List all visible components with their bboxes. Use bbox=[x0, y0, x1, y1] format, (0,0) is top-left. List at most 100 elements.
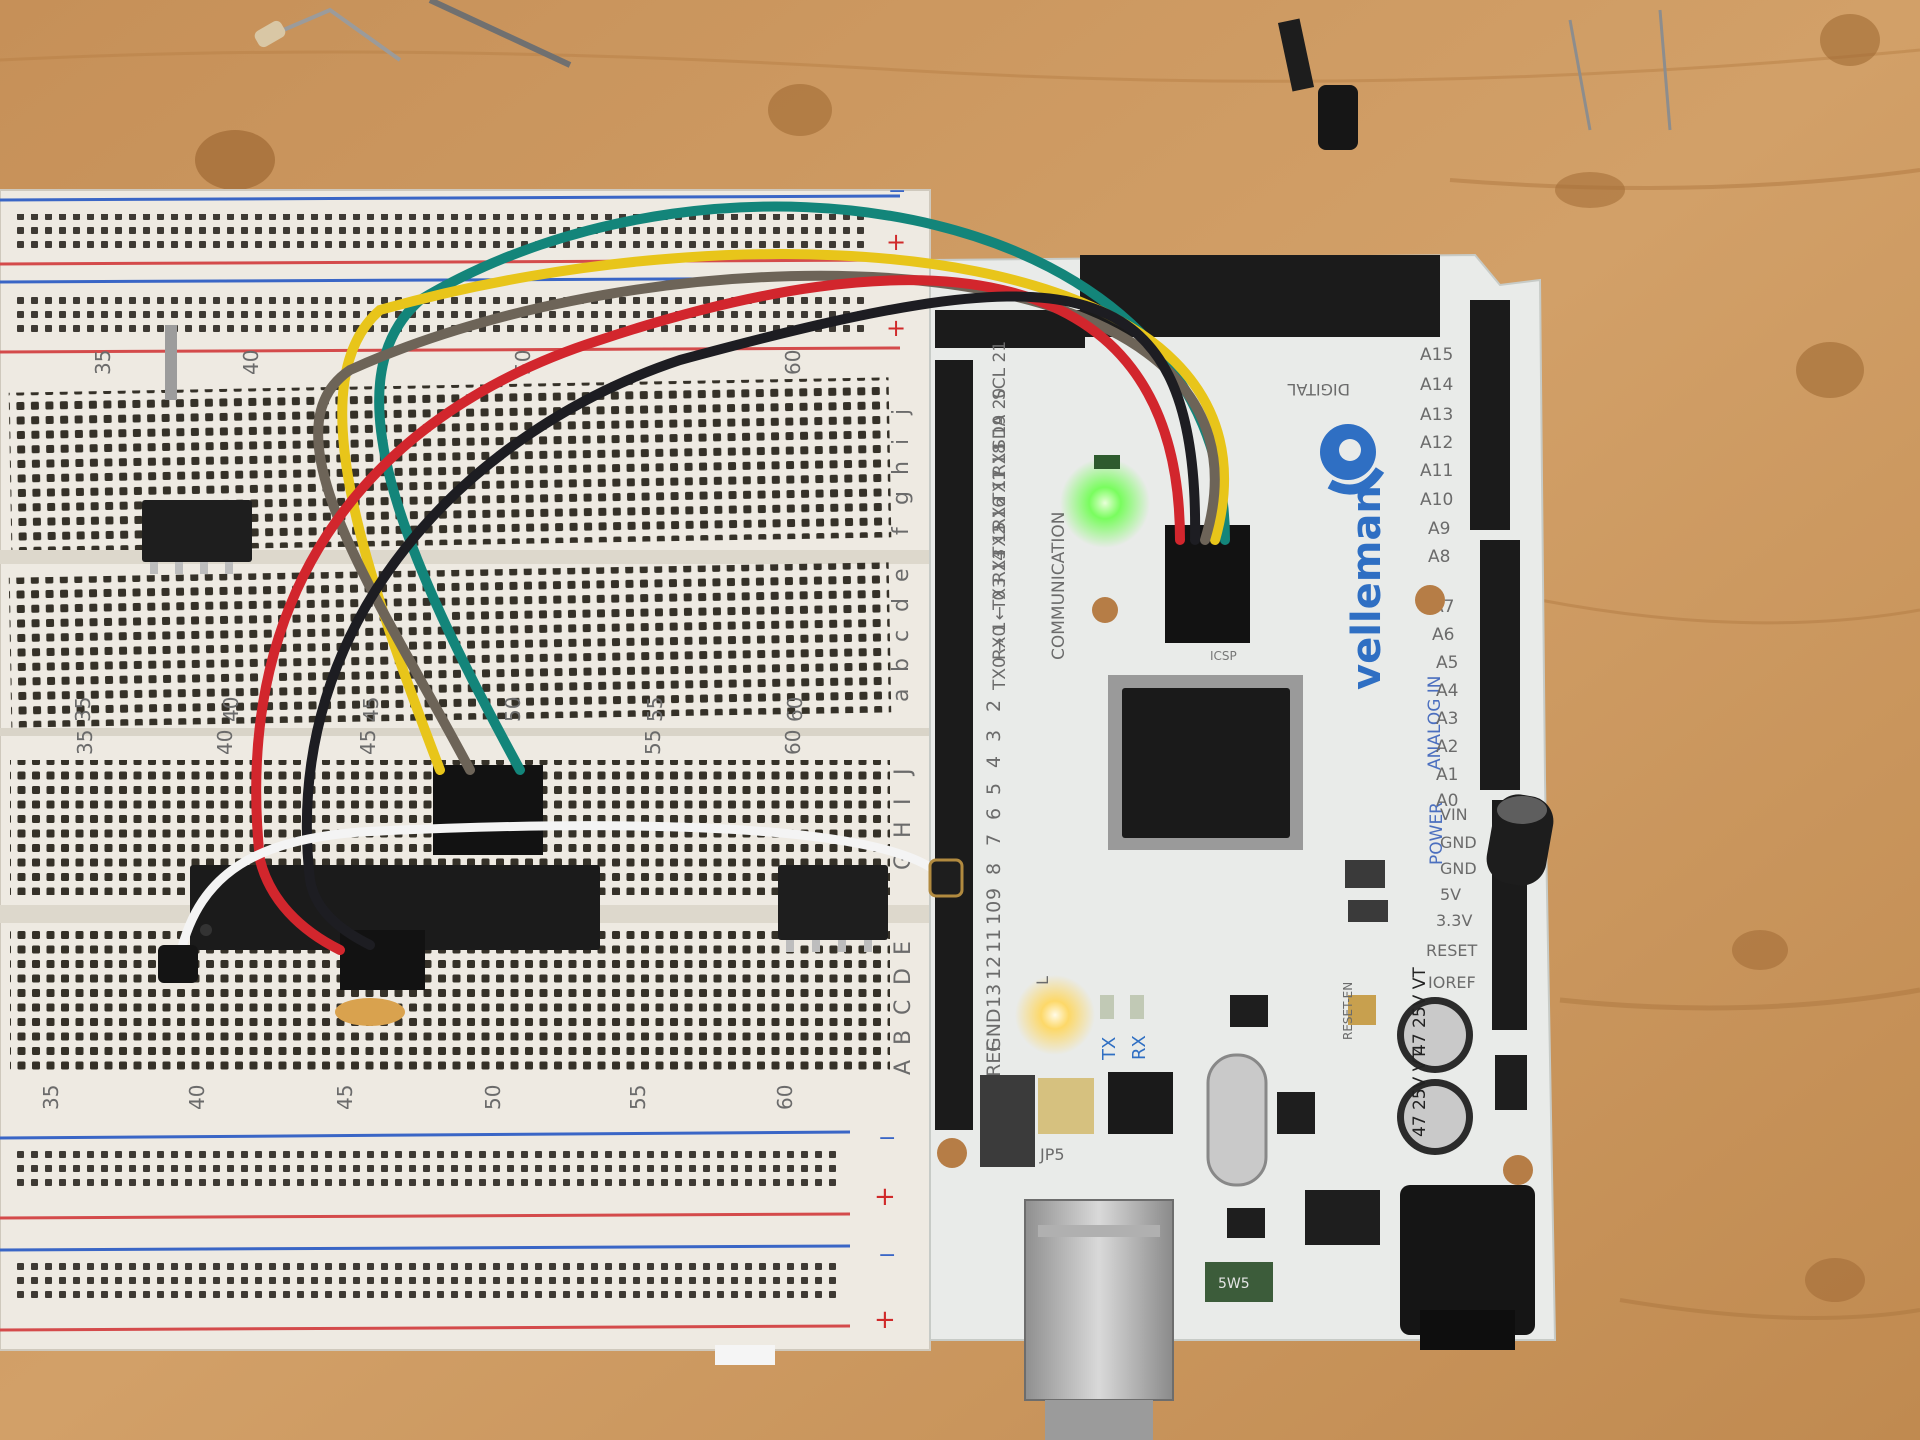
pin-13: 13 bbox=[983, 984, 1005, 1008]
row-letter-J: J bbox=[891, 769, 916, 778]
row-letter-A: A bbox=[891, 1060, 916, 1075]
pin-gnd: GND bbox=[983, 1008, 1005, 1052]
rail-plus-label: + bbox=[886, 228, 906, 256]
pin-a1: A1 bbox=[1436, 765, 1458, 785]
capacitor-2: 47 25V VT bbox=[1397, 1049, 1473, 1155]
wire-yellow bbox=[337, 249, 1229, 775]
small-ics bbox=[1227, 860, 1527, 1245]
pin-rx3: RX3 15 bbox=[990, 522, 1010, 583]
pin-tx3: TX3 14 bbox=[990, 550, 1010, 611]
pin-reset: RESET bbox=[1426, 941, 1477, 960]
rail-minus-label: − bbox=[888, 179, 906, 204]
header-left bbox=[935, 360, 973, 1130]
row-letter-D: D bbox=[891, 968, 916, 985]
jumper-wires bbox=[158, 201, 1230, 983]
icsp-header: ICSP bbox=[1165, 525, 1250, 663]
pin-10: 10 bbox=[983, 901, 1005, 925]
tx-led-label: TX bbox=[1099, 1037, 1120, 1061]
col-num-mid-5: 55 bbox=[643, 697, 667, 722]
col-num-low-1: 35 bbox=[73, 730, 97, 755]
rail-minus-label-4: − bbox=[878, 1243, 896, 1268]
usb-b-port bbox=[1024, 1199, 1174, 1440]
fuse-label: 5W5 bbox=[1218, 1276, 1250, 1292]
pin-a14: A14 bbox=[1420, 375, 1453, 395]
col-num-low-3: 45 bbox=[356, 730, 380, 755]
communication-label: COMMUNICATION bbox=[1049, 512, 1069, 660]
velleman-logo: velleman bbox=[1320, 424, 1390, 690]
pin-a15: A15 bbox=[1420, 345, 1453, 365]
wire-white bbox=[175, 821, 950, 960]
wire-gray bbox=[313, 270, 1220, 775]
pin-2: 2 bbox=[983, 700, 1005, 712]
pin-a4: A4 bbox=[1436, 681, 1458, 701]
row-letter-j: j bbox=[889, 409, 914, 416]
col-num-mid-2: 40 bbox=[219, 697, 243, 722]
power-led-glow bbox=[1060, 458, 1150, 548]
pin-tx0: TX0 → 1 bbox=[990, 621, 1010, 691]
row-letter-h: h bbox=[889, 461, 914, 475]
pin-rx2: RX2 17 bbox=[990, 469, 1010, 530]
pin-a3: A3 bbox=[1436, 709, 1458, 729]
row-letter-B: B bbox=[891, 1030, 916, 1045]
ic-28pin bbox=[190, 865, 600, 950]
rail-minus-label-3: − bbox=[878, 1126, 896, 1151]
row-letter-c: c bbox=[889, 630, 914, 642]
pin-rx0: RX0 ← 0 bbox=[990, 590, 1010, 660]
col-num-low-5: 60 bbox=[781, 730, 805, 755]
capacitor-1-label: 47 25V VT bbox=[1410, 967, 1430, 1055]
icsp-label: ICSP bbox=[1210, 649, 1237, 663]
col-num-bot-6: 60 bbox=[773, 1085, 797, 1110]
row-letter-d: d bbox=[889, 598, 914, 612]
col-num-top-2: 40 bbox=[239, 350, 263, 375]
reset-en-label: RESET-EN bbox=[1341, 982, 1355, 1040]
pin-3: 3 bbox=[983, 730, 1005, 742]
pin-12: 12 bbox=[983, 956, 1005, 980]
pin13-led-glow bbox=[1015, 975, 1095, 1055]
pin-a9: A9 bbox=[1428, 519, 1450, 539]
pin-vin: VIN bbox=[1440, 805, 1468, 824]
col-num-bot-4: 50 bbox=[481, 1085, 505, 1110]
electrolytic-cap-power bbox=[1486, 794, 1554, 886]
pin-a13: A13 bbox=[1420, 405, 1453, 425]
col-num-top-1: 35 bbox=[91, 350, 115, 375]
atmega-mcu-chip bbox=[1108, 675, 1303, 850]
col-num-mid-3: 45 bbox=[359, 697, 383, 722]
row-letter-f: f bbox=[889, 526, 914, 535]
pin-6: 6 bbox=[983, 808, 1005, 820]
col-num-mid-1: 35 bbox=[71, 697, 95, 722]
col-num-mid-6: 60 bbox=[783, 697, 807, 722]
row-letter-i: i bbox=[889, 439, 914, 445]
pin-gnd-1: GND bbox=[1440, 833, 1477, 852]
capacitor-2-label: 47 25V VT bbox=[1410, 1049, 1430, 1137]
col-num-top-4: 60 bbox=[781, 350, 805, 375]
pin-a11: A11 bbox=[1420, 461, 1453, 481]
mounting-holes bbox=[937, 585, 1533, 1185]
pin-a0: A0 bbox=[1436, 791, 1458, 811]
col-num-mid-4: 50 bbox=[501, 697, 525, 722]
breadboard-clip bbox=[715, 1345, 775, 1365]
col-num-bot-1: 35 bbox=[39, 1085, 63, 1110]
jumper-header-breadboard bbox=[433, 765, 543, 855]
row-letter-C: C bbox=[891, 1000, 916, 1015]
digital-header-top bbox=[935, 255, 1440, 348]
brand-text: velleman bbox=[1344, 485, 1390, 690]
pin-5v: 5V bbox=[1440, 885, 1461, 904]
col-num-low-4: 55 bbox=[641, 730, 665, 755]
loose-pin bbox=[165, 325, 177, 400]
rx-led-label: RX bbox=[1129, 1035, 1150, 1060]
pin-scl: SCL 21 bbox=[990, 341, 1010, 400]
analog-in-label: ANALOG IN bbox=[1425, 675, 1445, 770]
power-label: POWER bbox=[1427, 802, 1447, 865]
rail-plus-label-2: + bbox=[886, 314, 906, 342]
pin-tx1: TX1 18 bbox=[990, 443, 1010, 504]
row-letter-g: g bbox=[889, 491, 914, 505]
pin-a2: A2 bbox=[1436, 737, 1458, 757]
status-leds: TX RX L bbox=[1015, 455, 1150, 1061]
col-num-bot-3: 45 bbox=[333, 1085, 357, 1110]
digital-label: DIGITAL bbox=[1287, 380, 1350, 399]
row-letter-I: I bbox=[891, 799, 916, 806]
dc-power-jack bbox=[1400, 1185, 1535, 1350]
middle-terminal-strip: e d c b a 35 40 45 50 55 60 bbox=[8, 562, 914, 728]
arduino-mega-board: DIGITAL COMMUNICATION ANALOG IN POWER SC… bbox=[929, 253, 1557, 1440]
usb-serial-chip bbox=[1108, 1072, 1173, 1134]
